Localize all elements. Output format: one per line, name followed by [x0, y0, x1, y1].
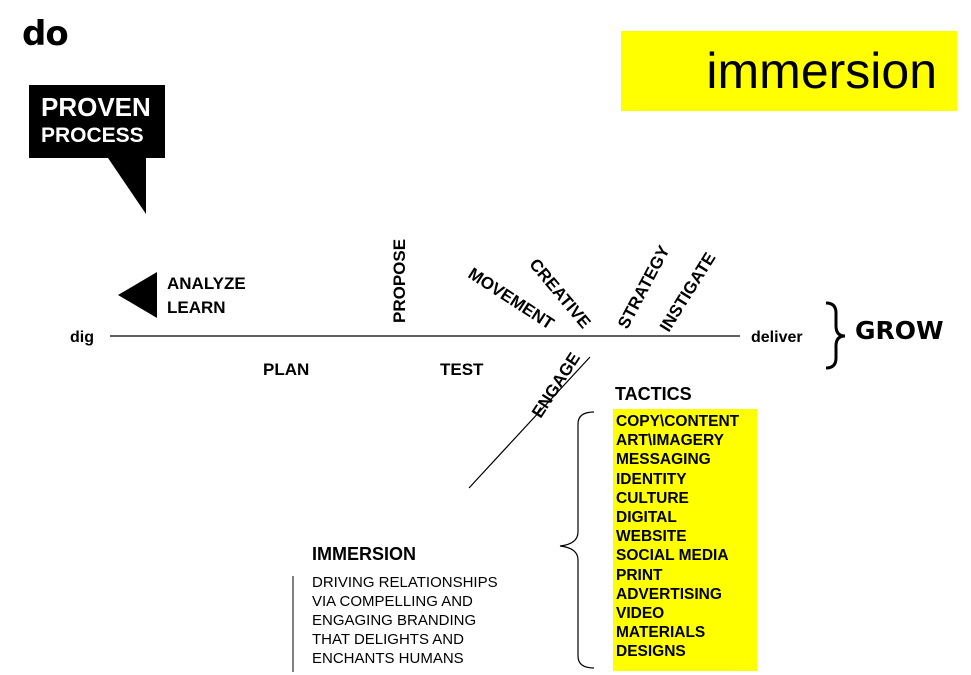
description-line: ENCHANTS HUMANS	[312, 650, 464, 667]
tactics-list: COPY\CONTENT ART\IMAGERY MESSAGING IDENT…	[613, 409, 757, 671]
back-arrow-icon	[118, 272, 157, 318]
callout-line-2: PROCESS	[41, 124, 144, 147]
timeline-start-label: dig	[70, 329, 94, 346]
tactic-item: IDENTITY	[616, 470, 687, 488]
engage-diagonal-line	[468, 356, 591, 489]
tactic-item: COPY\CONTENT	[616, 413, 740, 430]
description-line: THAT DELIGHTS AND	[312, 631, 464, 648]
description-line: DRIVING RELATIONSHIPS	[312, 574, 498, 591]
immersion-description: DRIVING RELATIONSHIPS VIA COMPELLING AND…	[312, 573, 498, 668]
tactic-item: ADVERTISING	[616, 585, 722, 603]
tactic-item: SOCIAL MEDIA	[616, 547, 729, 565]
immersion-heading: IMMERSION	[312, 544, 417, 564]
proven-process-callout: PROVEN PROCESS	[29, 85, 165, 158]
tactics-brace	[559, 411, 595, 669]
tactic-item: MATERIALS	[616, 624, 706, 642]
test-label: TEST	[440, 360, 484, 379]
immersion-banner: immersion	[621, 31, 957, 111]
analyze-label: ANALYZE	[167, 274, 246, 293]
tactic-item: VIDEO	[616, 605, 665, 623]
tactic-item: CULTURE	[616, 489, 689, 507]
tactics-heading: TACTICS	[615, 384, 692, 404]
tactic-item: DESIGNS	[616, 643, 686, 661]
tactic-item: PRINT	[616, 566, 663, 584]
analyze-learn-labels: ANALYZE LEARN	[167, 272, 246, 320]
grow-label: GROW	[855, 316, 944, 345]
tactic-item: WEBSITE	[616, 528, 687, 546]
banner-title: immersion	[706, 43, 937, 99]
section-label: do	[22, 14, 69, 54]
callout-pointer	[108, 158, 146, 214]
tactic-item: ART\IMAGERY	[616, 432, 724, 450]
tactic-item: MESSAGING	[616, 451, 711, 469]
learn-label: LEARN	[167, 298, 226, 317]
description-line: VIA COMPELLING AND	[312, 593, 473, 610]
timeline-end-label: deliver	[751, 329, 803, 346]
tactic-item: DIGITAL	[616, 509, 677, 527]
callout-line-1: PROVEN	[41, 92, 151, 122]
plan-label: PLAN	[263, 360, 310, 379]
propose-label: PROPOSE	[390, 238, 409, 323]
description-line: ENGAGING BRANDING	[312, 612, 477, 629]
grow-brace	[825, 301, 846, 370]
